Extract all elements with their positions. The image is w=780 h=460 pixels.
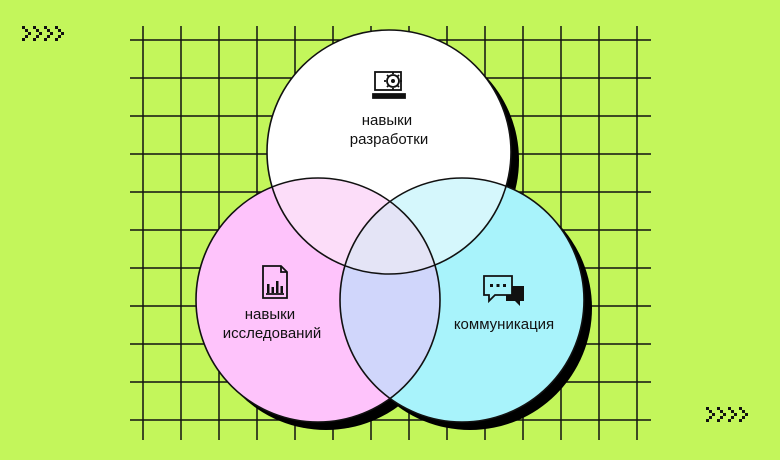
- chevrons-top-left-icon: [22, 26, 64, 41]
- development-label-line-2: разработки: [350, 131, 429, 148]
- development-label: навыки разработки: [350, 112, 429, 148]
- communication-label-line-1: коммуникация: [454, 316, 554, 333]
- document-chart-icon: [262, 265, 288, 299]
- research-label-line-1: навыки: [245, 306, 295, 323]
- overlap-all: [340, 178, 440, 274]
- research-label: навыки исследований: [223, 306, 321, 342]
- circle-outlines: [195, 29, 585, 423]
- chevrons-bottom-right-icon: [706, 407, 748, 422]
- development-label-line-1: навыки: [362, 112, 412, 129]
- communication-label: коммуникация: [454, 316, 554, 333]
- laptop-gear-icon: [372, 71, 406, 99]
- research-label-line-2: исследований: [223, 325, 321, 342]
- chat-bubbles-icon: [483, 275, 524, 306]
